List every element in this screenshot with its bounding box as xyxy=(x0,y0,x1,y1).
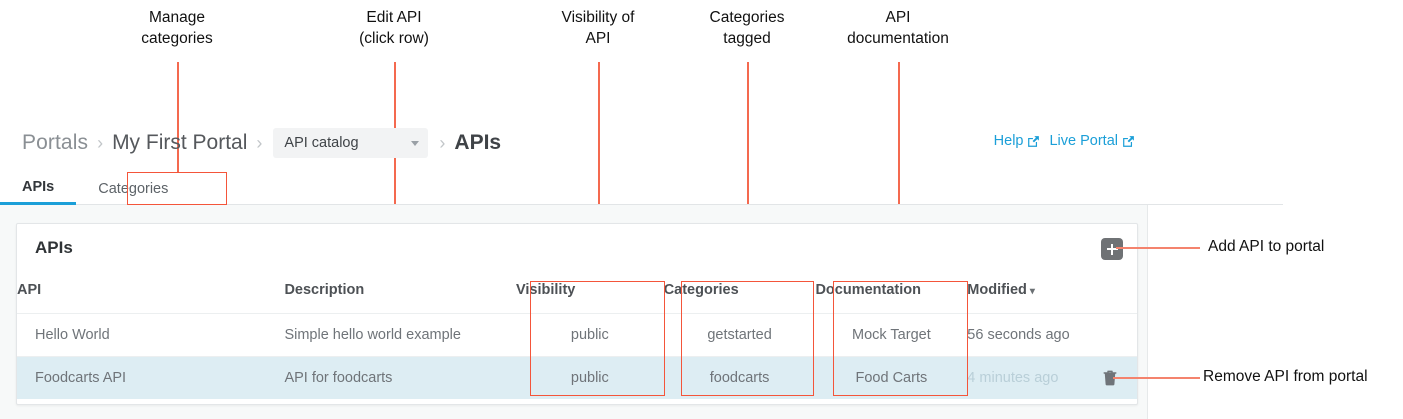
breadcrumb-separator-3: › xyxy=(439,132,446,153)
column-header-modified-label: Modified xyxy=(967,281,1027,298)
page-title: APIs xyxy=(35,238,73,257)
annotation-label-categories-tagged: Categories tagged xyxy=(709,9,785,47)
table-header-row: API Description Visibility Categories Do… xyxy=(17,281,1137,313)
tab-apis-label: APIs xyxy=(22,179,55,195)
annotation-leader-categories-tagged xyxy=(747,62,749,281)
breadcrumb-separator-1: › xyxy=(97,132,104,153)
breadcrumb-my-first-portal[interactable]: My First Portal xyxy=(112,131,248,154)
breadcrumb: Portals › My First Portal › API catalog … xyxy=(22,126,501,160)
cell-visibility: public xyxy=(515,312,664,356)
annotation-label-manage-categories: Manage categories xyxy=(141,9,213,47)
column-header-documentation[interactable]: Documentation xyxy=(815,281,921,298)
tab-bar: APIs Categories xyxy=(0,172,1283,205)
tab-categories-label: Categories xyxy=(98,180,169,197)
cell-description: Simple hello world example xyxy=(284,312,516,356)
live-portal-link-label: Live Portal xyxy=(1049,133,1118,149)
cell-modified: 4 minutes ago xyxy=(967,355,1137,399)
cell-categories: foodcarts xyxy=(663,355,816,399)
cell-documentation: Mock Target xyxy=(815,312,968,356)
annotation-label-api-documentation: API documentation xyxy=(847,9,949,47)
apis-table: API Description Visibility Categories Do… xyxy=(17,281,1137,399)
cell-categories: getstarted xyxy=(663,312,816,356)
help-link-label: Help xyxy=(993,133,1024,149)
column-header-api[interactable]: API xyxy=(17,281,42,298)
cell-api: Hello World xyxy=(17,312,285,356)
column-header-description[interactable]: Description xyxy=(284,281,365,298)
annotation-label-add-api-to-portal: Add API to portal xyxy=(1208,238,1325,255)
cell-modified: 56 seconds ago xyxy=(967,312,1137,356)
apis-panel: APIs API Description Visibility Categori… xyxy=(16,223,1138,405)
annotation-leader-add-api-to-portal xyxy=(1116,247,1200,249)
tab-apis[interactable]: APIs xyxy=(0,172,77,205)
annotation-label-visibility-of-api: Visibility of API xyxy=(561,9,635,47)
annotation-leader-remove-api-from-portal xyxy=(1113,377,1200,379)
cell-api: Foodcarts API xyxy=(17,355,285,399)
annotation-label-edit-api: Edit API (click row) xyxy=(359,9,429,47)
sort-descending-icon: ▾ xyxy=(1029,285,1035,297)
cell-documentation: Food Carts xyxy=(815,355,968,399)
add-api-button[interactable] xyxy=(1101,238,1123,260)
annotation-leader-manage-categories xyxy=(177,62,179,172)
column-header-modified[interactable]: Modified▾ xyxy=(967,281,1137,313)
cell-visibility: public xyxy=(515,355,664,399)
external-link-icon xyxy=(1122,135,1135,148)
annotation-leader-api-documentation xyxy=(898,62,900,281)
tab-categories[interactable]: Categories xyxy=(76,172,190,205)
trash-icon[interactable] xyxy=(1103,370,1117,386)
external-link-icon xyxy=(1027,135,1040,148)
annotation-leader-visibility-of-api xyxy=(598,62,600,281)
header-links: Help Live Portal xyxy=(994,133,1135,149)
breadcrumb-current-apis: APIs xyxy=(454,131,502,154)
breadcrumb-separator-2: › xyxy=(256,132,263,153)
catalog-select-label: API catalog xyxy=(284,135,359,151)
column-header-visibility[interactable]: Visibility xyxy=(515,281,576,298)
cell-description: API for foodcarts xyxy=(284,355,516,399)
live-portal-link[interactable]: Live Portal xyxy=(1049,133,1135,149)
chevron-down-icon xyxy=(411,140,420,146)
column-header-categories[interactable]: Categories xyxy=(663,281,739,298)
annotation-label-remove-api-from-portal: Remove API from portal xyxy=(1203,368,1368,385)
catalog-select[interactable]: API catalog xyxy=(273,128,429,158)
help-link[interactable]: Help xyxy=(994,133,1041,149)
breadcrumb-portals[interactable]: Portals xyxy=(22,131,89,154)
